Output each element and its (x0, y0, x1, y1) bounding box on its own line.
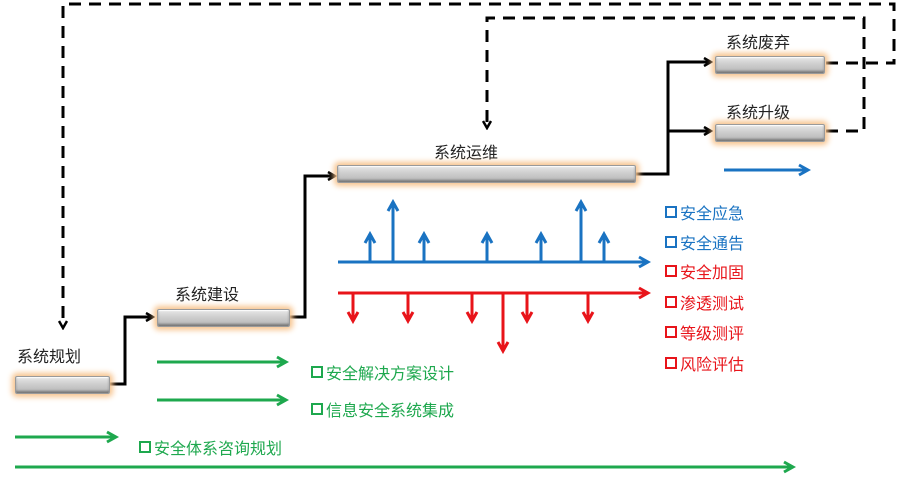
checkbox-square-icon (665, 206, 677, 218)
stage-bar-upgrade (715, 124, 825, 142)
service-item: 信息安全系统集成 (311, 397, 454, 421)
service-label: 信息安全系统集成 (326, 401, 455, 420)
service-item: 风险评估 (665, 351, 744, 375)
service-label: 等级测评 (680, 324, 745, 343)
blue-event-arrows (370, 202, 604, 262)
checkbox-square-icon (665, 265, 677, 277)
feedback-loop-upgrade-to-operation (487, 16, 866, 133)
checkbox-square-icon (665, 236, 677, 248)
service-item: 安全解决方案设计 (311, 360, 454, 384)
stage-bar-disposal (715, 56, 825, 74)
stage-label-upgrade: 系统升级 (726, 103, 791, 122)
checkbox-square-icon (665, 296, 677, 308)
feedback-loop-disposal-to-planning (63, 2, 896, 328)
service-label: 安全体系咨询规划 (154, 439, 283, 458)
stage-label-planning: 系统规划 (17, 347, 82, 366)
stage-label-operation: 系统运维 (434, 143, 499, 162)
red-event-arrows (353, 293, 588, 351)
service-item: 渗透测试 (665, 290, 744, 314)
flow-planning-to-construction (110, 317, 153, 386)
service-label: 风险评估 (680, 355, 745, 374)
service-item: 安全应急 (665, 200, 744, 224)
service-label: 安全通告 (680, 234, 745, 253)
service-item: 等级测评 (665, 320, 744, 344)
service-label: 渗透测试 (680, 294, 745, 313)
checkbox-square-icon (311, 366, 323, 378)
service-label: 安全应急 (680, 204, 745, 223)
stage-bar-planning (15, 376, 110, 394)
service-item: 安全加固 (665, 259, 744, 283)
service-label: 安全加固 (680, 263, 745, 282)
checkbox-square-icon (665, 357, 677, 369)
service-label: 安全解决方案设计 (326, 364, 455, 383)
stage-bar-operation (337, 165, 636, 183)
flow-construction-to-operation (290, 176, 335, 319)
stage-label-disposal: 系统废弃 (726, 33, 791, 52)
stage-label-construction: 系统建设 (175, 285, 240, 304)
checkbox-square-icon (665, 326, 677, 338)
checkbox-square-icon (139, 441, 151, 453)
flow-operation-split (636, 62, 711, 176)
service-item: 安全通告 (665, 230, 744, 254)
stage-bar-construction (157, 309, 290, 327)
checkbox-square-icon (311, 403, 323, 415)
service-item: 安全体系咨询规划 (139, 435, 282, 459)
